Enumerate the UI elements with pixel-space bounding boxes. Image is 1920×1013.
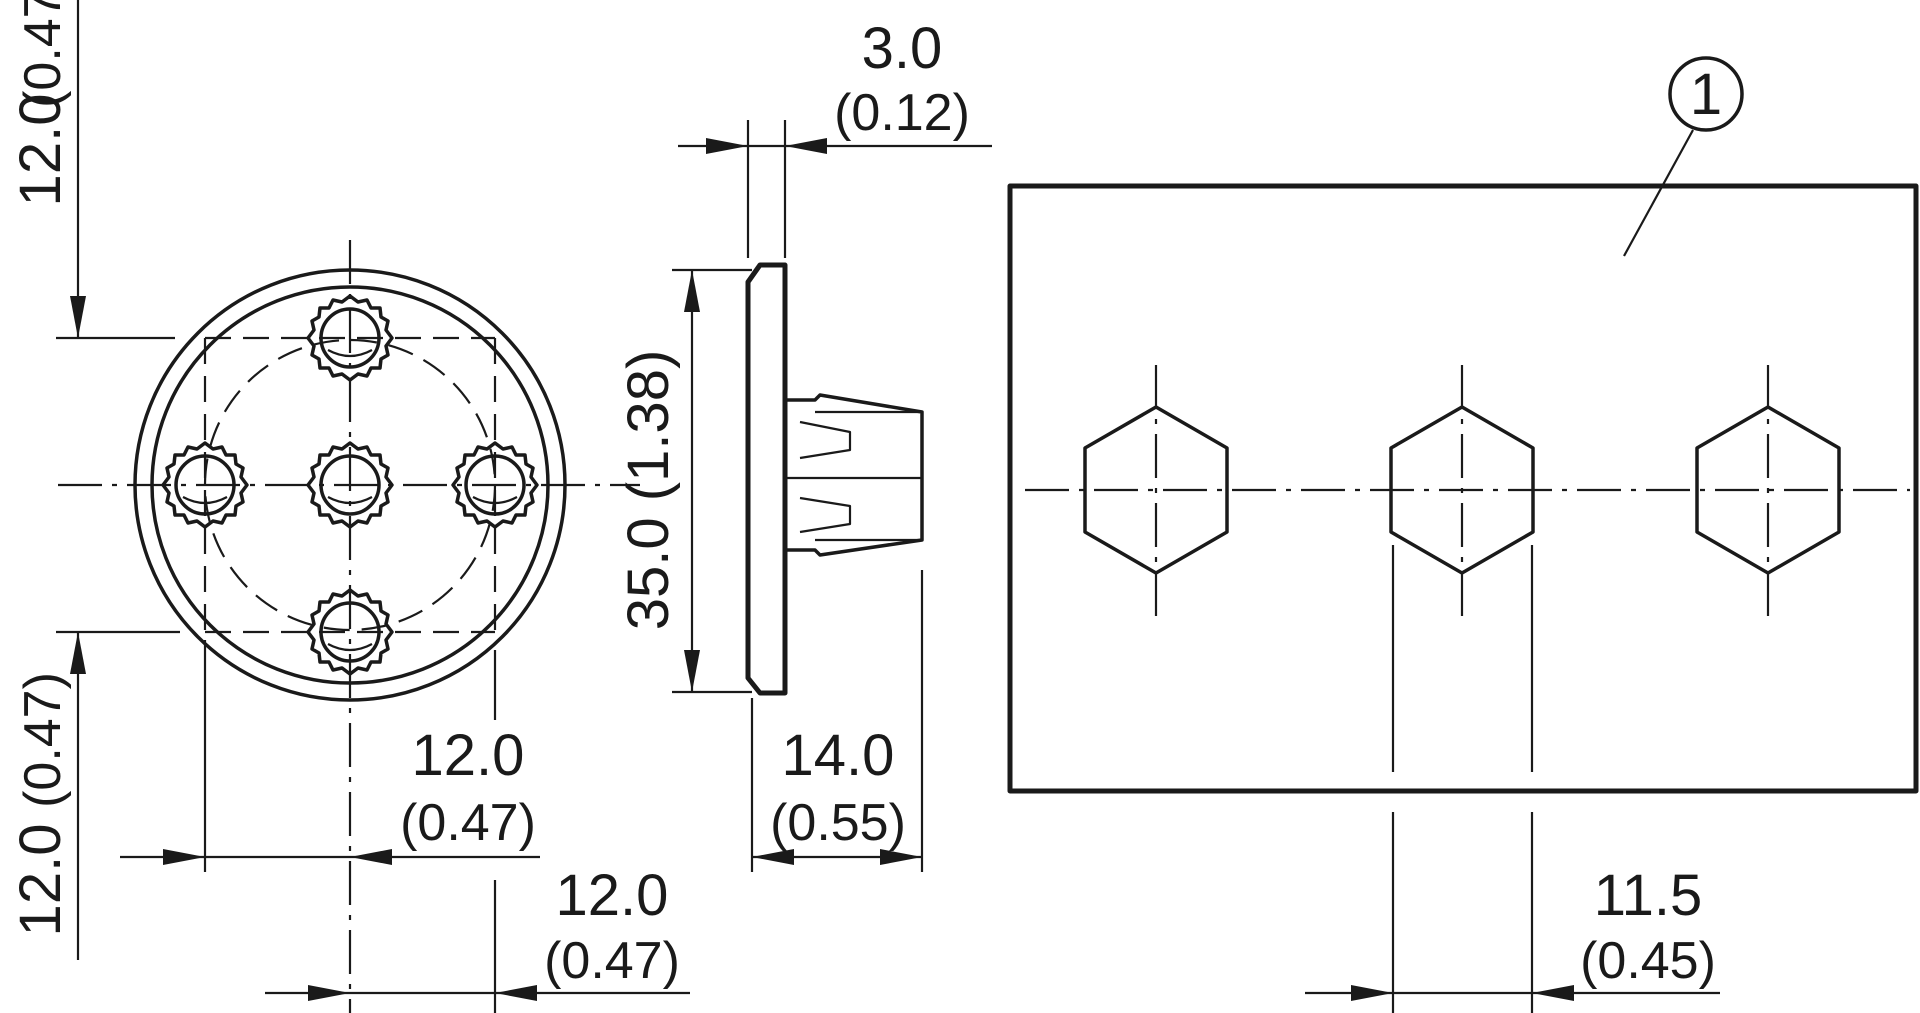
arrow-h2-right [495,985,537,1001]
clip-slot-1 [799,420,852,460]
arrow-h2-left [308,985,350,1001]
dim-front-h2-inch: (0.47) [544,932,680,990]
dim-front-h2-value: 12.0 [556,863,669,928]
dim-side-depth-value: 14.0 [782,723,895,788]
dim-side-thickness-value: 3.0 [862,16,943,81]
side-plate [745,262,788,696]
clip-slot-2 [799,496,852,534]
arrow-spacing-left [1351,985,1393,1001]
dim-panel-spacing-value: 11.5 [1594,863,1703,928]
arrow-depth-left [752,849,794,865]
side-view: 3.0 (0.12) 35.0 (1.38) 14.0 (0.55) [616,16,992,872]
mounting-panel [1007,183,1919,794]
dim-side-height: 35.0 (1.38) [616,350,681,631]
arrow-height-bottom [684,650,700,692]
arrow-bottom [70,632,86,674]
front-view: 12.0 (0.47) 12.0 (0.47) 12.0 (0.47) 12.0… [8,0,690,1013]
dim-side-depth-inch: (0.55) [770,794,906,852]
arrow-top [70,296,86,338]
arrow-height-top [684,270,700,312]
panel-view: 1 11.5 (0.45) [1007,56,1919,1013]
arrow-spacing-right [1532,985,1574,1001]
callout-leader [1623,129,1694,257]
dim-left-top-inch: (0.47) [14,0,72,108]
dim-left-bottom-value: 12.0 [8,824,73,937]
callout-label: 1 [1690,62,1722,127]
fastener-bottom [306,588,394,676]
arrow-h1-right [350,849,392,865]
dim-front-h1-inch: (0.47) [400,794,536,852]
side-clip-body [785,393,924,557]
callout-circle [1668,56,1744,132]
arrow-thick-right [785,138,827,154]
dim-panel-spacing-inch: (0.45) [1580,932,1716,990]
arrow-thick-left [706,138,748,154]
arrow-h1-left [163,849,205,865]
arrow-depth-right [880,849,922,865]
dim-left-top-value: 12.0 [8,94,73,207]
dim-left-bottom-inch: (0.47) [14,672,72,808]
dim-front-h1-value: 12.0 [412,723,525,788]
dim-side-thickness-inch: (0.12) [834,84,970,142]
